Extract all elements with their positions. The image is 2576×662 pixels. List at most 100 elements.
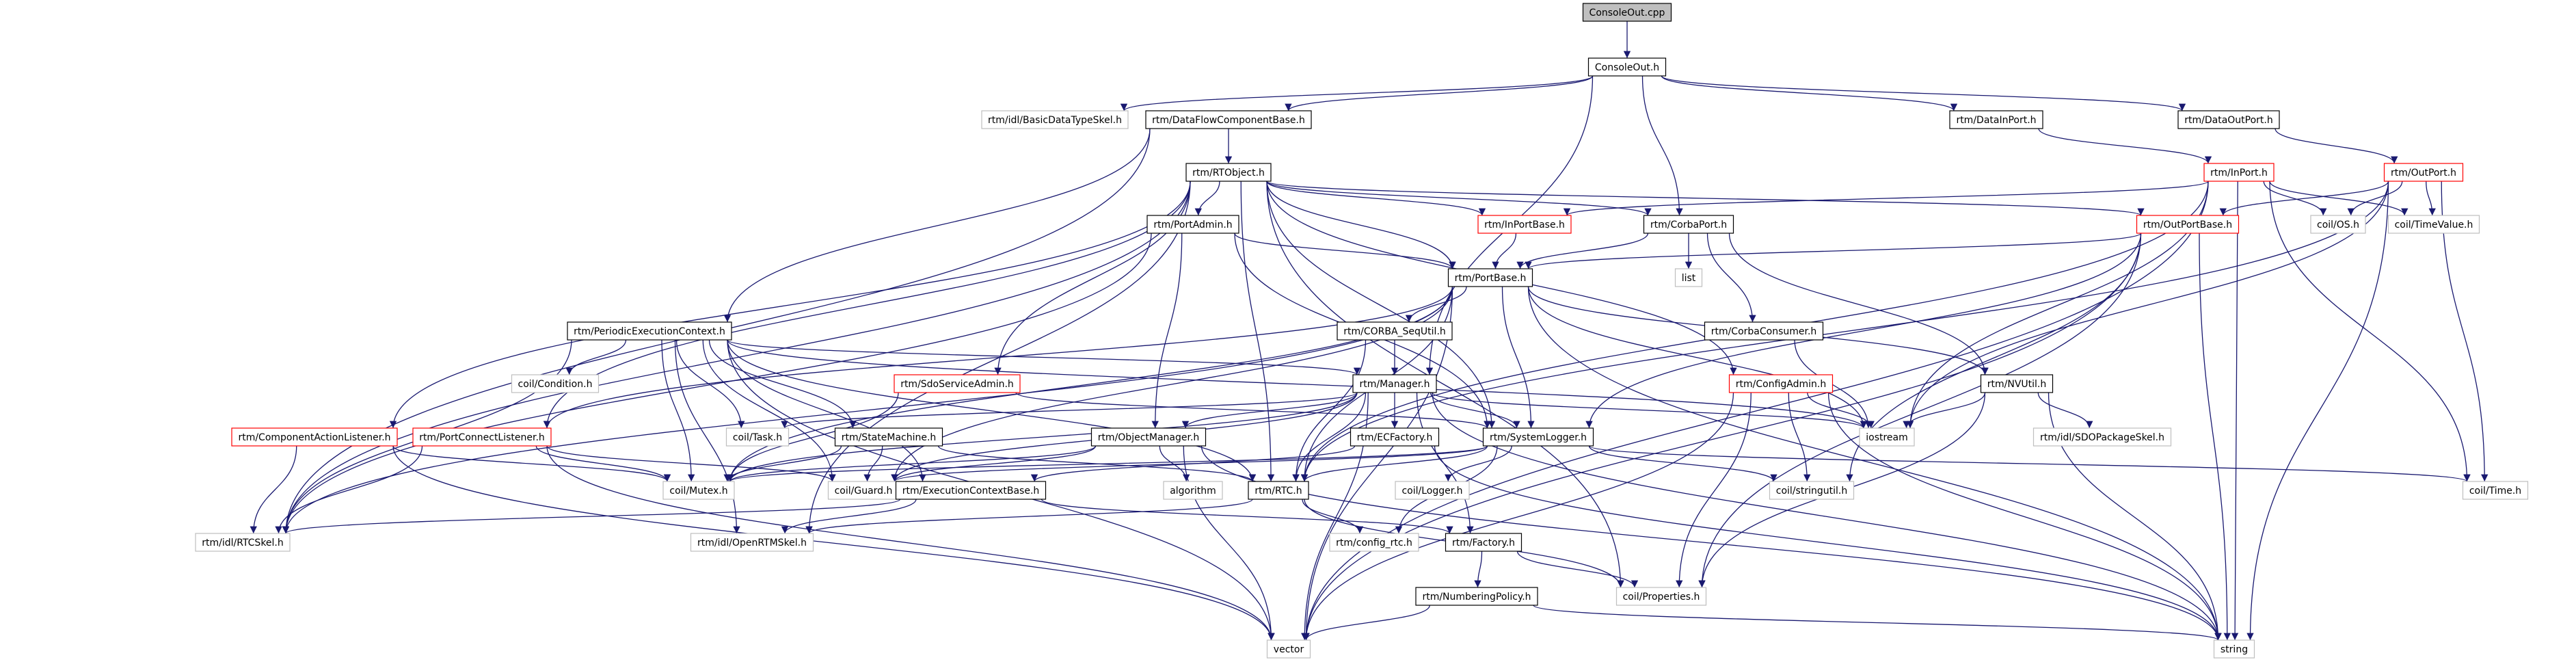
edge-statemachine-to-guard [863, 445, 883, 482]
node-box [1980, 374, 2054, 393]
edge-sdoserviceadmin-to-mutex [726, 392, 899, 482]
node-label: rtm/PeriodicExecutionContext.h [574, 326, 725, 337]
node-rtm-numberingpolicy-h[interactable]: rtm/NumberingPolicy.h [1415, 587, 1538, 606]
node-label: coil/TimeValue.h [2395, 220, 2473, 230]
node-rtm-idl-sdopackageskel-h: rtm/idl/SDOPackageSkel.h [2032, 427, 2172, 447]
node-rtm-componentactionlistener-h[interactable]: rtm/ComponentActionListener.h [231, 427, 398, 447]
node-label: coil/Guard.h [835, 486, 893, 496]
node-label: coil/Properties.h [1623, 592, 1700, 603]
node-box [662, 481, 735, 500]
edge-configadmin-to-stringutil [1788, 392, 1811, 482]
edge-outportbase-to-properties [1698, 233, 2142, 588]
node-box [1704, 321, 1824, 341]
node-box [1329, 533, 1419, 552]
node-rtm-portbase-h[interactable]: rtm/PortBase.h [1447, 268, 1533, 287]
edge-rtobject-to-rtc [1240, 181, 1275, 482]
node-box [1447, 268, 1533, 287]
node-box [981, 110, 1129, 129]
node-rtm-rtc-h[interactable]: rtm/RTC.h [1248, 481, 1309, 500]
node-label: rtm/ComponentActionListener.h [238, 432, 390, 443]
node-rtm-corbaconsumer-h[interactable]: rtm/CorbaConsumer.h [1704, 321, 1824, 341]
edge-rtc-to-openrtmskel [805, 499, 1253, 534]
node-box [1266, 639, 1311, 659]
node-consoleout-h[interactable]: ConsoleOut.h [1587, 57, 1667, 77]
edge-portbase-to-iostream [1527, 286, 1868, 429]
edge-consoleout-h-to-corbaport [1641, 75, 1683, 216]
edge-executioncontextbase-to-factory [1041, 499, 1453, 534]
edge-rtobject-to-portadmin [1194, 181, 1220, 216]
node-rtm-outportbase-h[interactable]: rtm/OutPortBase.h [2136, 215, 2240, 234]
edge-factory-to-properties [1516, 551, 1639, 588]
node-rtm-periodicexecutioncontext-h[interactable]: rtm/PeriodicExecutionContext.h [567, 321, 732, 341]
node-label: coil/Task.h [733, 432, 782, 443]
edge-consoleout-h-to-dataflowcomponentbase [1285, 75, 1594, 111]
node-label: rtm/OutPortBase.h [2143, 220, 2232, 230]
edge-rtobject-to-outportbase [1266, 181, 2145, 216]
edge-rtobject-to-inportbase [1266, 181, 1486, 216]
edge-numberingpolicy-to-vector [1302, 605, 1430, 641]
node-rtm-outport-h[interactable]: rtm/OutPort.h [2383, 163, 2464, 182]
node-rtm-factory-h[interactable]: rtm/Factory.h [1445, 533, 1522, 552]
edge-portbase-to-mutex [726, 286, 1453, 482]
edge-manager-to-task [781, 392, 1358, 429]
node-rtm-dataoutport-h[interactable]: rtm/DataOutPort.h [2177, 110, 2280, 129]
node-box [1163, 481, 1223, 500]
node-rtm-portconnectlistener-h[interactable]: rtm/PortConnectListener.h [412, 427, 552, 447]
edge-portbase-to-vector [1302, 286, 1453, 641]
edge-portconnectlistener-to-rtcskel [275, 445, 423, 534]
node-box [2213, 639, 2255, 659]
node-rtm-idl-rtcskel-h: rtm/idl/RTCSkel.h [195, 533, 291, 552]
node-box [2032, 427, 2172, 447]
node-rtm-portadmin-h[interactable]: rtm/PortAdmin.h [1146, 215, 1239, 234]
node-coil-properties-h: coil/Properties.h [1615, 587, 1707, 606]
edge-inportbase-to-portbase [1492, 233, 1517, 269]
node-rtm-systemlogger-h[interactable]: rtm/SystemLogger.h [1482, 427, 1594, 447]
node-box [725, 427, 790, 447]
edge-objectmanager-to-mutex [727, 445, 1097, 482]
node-rtm-statemachine-h[interactable]: rtm/StateMachine.h [834, 427, 943, 447]
node-rtm-dataflowcomponentbase-h[interactable]: rtm/DataFlowComponentBase.h [1145, 110, 1312, 129]
node-rtm-objectmanager-h[interactable]: rtm/ObjectManager.h [1090, 427, 1207, 447]
node-label: coil/stringutil.h [1776, 486, 1847, 496]
node-rtm-rtobject-h[interactable]: rtm/RTObject.h [1185, 163, 1272, 182]
edge-portadmin-to-objectmanager [1151, 233, 1183, 429]
node-rtm-configadmin-h[interactable]: rtm/ConfigAdmin.h [1728, 374, 1834, 393]
node-rtm-executioncontextbase-h[interactable]: rtm/ExecutionContextBase.h [895, 481, 1047, 500]
edge-manager-to-string [1432, 392, 2222, 641]
node-box [2387, 215, 2480, 234]
node-box [1728, 374, 1834, 393]
node-label: ConsoleOut.cpp [1589, 8, 1665, 18]
node-rtm-inportbase-h[interactable]: rtm/InPortBase.h [1477, 215, 1572, 234]
edge-consoleout-h-to-basicdatatypeskel [1121, 75, 1594, 111]
node-rtm-datainport-h[interactable]: rtm/DataInPort.h [1949, 110, 2043, 129]
node-label: rtm/DataFlowComponentBase.h [1152, 115, 1305, 126]
node-box [1582, 3, 1672, 22]
node-label: coil/OS.h [2317, 220, 2359, 230]
edge-ecfactory-to-string [1434, 445, 2222, 641]
node-rtm-manager-h[interactable]: rtm/Manager.h [1352, 374, 1437, 393]
node-label: vector [1274, 644, 1304, 655]
node-consoleout-cpp[interactable]: ConsoleOut.cpp [1582, 3, 1672, 22]
edge-periodicec-to-rtc [727, 339, 1257, 482]
node-label: rtm/SystemLogger.h [1490, 432, 1587, 443]
node-rtm-corbaport-h[interactable]: rtm/CorbaPort.h [1643, 215, 1734, 234]
node-label: coil/Mutex.h [669, 486, 727, 496]
edge-systemlogger-to-guard [891, 445, 1488, 482]
node-box [1615, 587, 1707, 606]
node-rtm-sdoserviceadmin-h[interactable]: rtm/SdoServiceAdmin.h [894, 374, 1021, 393]
node-box [1477, 215, 1572, 234]
node-box [2383, 163, 2464, 182]
node-rtm-nvutil-h[interactable]: rtm/NVUtil.h [1980, 374, 2054, 393]
node-rtm-ecfactory-h[interactable]: rtm/ECFactory.h [1350, 427, 1440, 447]
node-algorithm: algorithm [1163, 481, 1223, 500]
node-box [1643, 215, 1734, 234]
node-rtm-inport-h[interactable]: rtm/InPort.h [2203, 163, 2275, 182]
edge-systemlogger-to-rtc [1300, 445, 1488, 482]
edge-periodicec-to-manager [727, 339, 1360, 375]
node-label: rtm/InPort.h [2210, 168, 2268, 178]
edge-rtobject-to-properties [1266, 181, 1624, 588]
edge-objectmanager-to-vector [1183, 445, 1275, 641]
node-label: rtm/ExecutionContextBase.h [902, 486, 1040, 496]
edge-rtobject-to-sdoserviceadmin [994, 181, 1191, 375]
node-rtm-corba-sequtil-h[interactable]: rtm/CORBA_SeqUtil.h [1337, 321, 1453, 341]
